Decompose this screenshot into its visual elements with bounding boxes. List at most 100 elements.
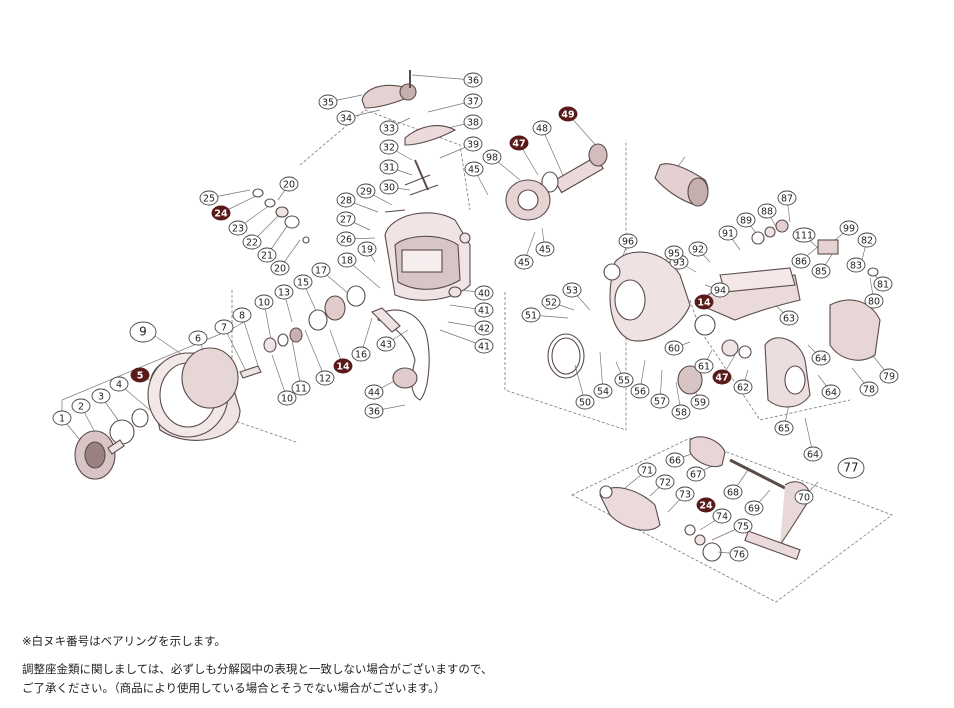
- callout-number: 17: [315, 265, 327, 276]
- callout-badge-outline: [650, 393, 670, 409]
- callout-badge-17: 17: [311, 262, 331, 278]
- callout-number: 36: [368, 406, 380, 417]
- callout-number: 87: [781, 193, 793, 204]
- callout-number: 62: [737, 382, 749, 393]
- callout-number: 51: [525, 310, 537, 321]
- callout-badge-outline: [357, 241, 377, 257]
- callout-badge-outline: [464, 161, 484, 177]
- callout-badge-outline: [71, 398, 91, 414]
- callout-badge-50: 50: [575, 394, 595, 410]
- callout-number: 7: [221, 322, 227, 333]
- shim-note-line1: 調整座金類に関しましては、必ずしも分解図中の表現と一致しない場合がございますので…: [22, 662, 493, 676]
- callout-number: 45: [539, 244, 551, 255]
- callout-number: 54: [597, 386, 609, 397]
- callout-badge-outline: [811, 350, 831, 366]
- callout-number: 47: [512, 138, 525, 149]
- callout-badge-88: 88: [757, 203, 777, 219]
- callout-badge-outline: [228, 220, 248, 236]
- callout-number: 49: [561, 109, 574, 120]
- callout-badge-19: 19: [357, 241, 377, 257]
- callout-badge-47: 47: [712, 369, 732, 385]
- callout-number: 24: [214, 208, 228, 219]
- callout-badge-outline: [675, 486, 695, 502]
- callout-badge-outline: [482, 149, 502, 165]
- callout-badge-7: 7: [214, 319, 234, 335]
- callout-badge-outline: [474, 302, 494, 318]
- callout-number: 37: [467, 96, 479, 107]
- callout-number: 111: [795, 230, 813, 241]
- callout-badge-10: 10: [277, 390, 297, 406]
- callout-badge-16: 16: [351, 346, 371, 362]
- callout-number: 21: [261, 250, 273, 261]
- callout-badge-32: 32: [379, 139, 399, 155]
- callout-badge-14: 14: [333, 358, 353, 374]
- callout-number: 89: [740, 215, 752, 226]
- callout-badge-67: 67: [686, 466, 706, 482]
- callout-badge-outline: [188, 330, 208, 346]
- callout-badge-69: 69: [744, 500, 764, 516]
- callout-badge-outline: [379, 139, 399, 155]
- callout-number: 68: [727, 487, 739, 498]
- callout-badges: 1234567891010111213141415161718192020212…: [52, 72, 899, 562]
- callout-number: 33: [383, 123, 395, 134]
- callout-badge-62: 62: [733, 379, 753, 395]
- callout-badge-8: 8: [232, 307, 252, 323]
- callout-number: 76: [733, 549, 745, 560]
- callout-badge-20: 20: [270, 260, 290, 276]
- callout-number: 65: [778, 423, 790, 434]
- callout-badge-outline: [379, 120, 399, 136]
- callout-number: 77: [843, 460, 858, 474]
- callout-number: 4: [116, 379, 122, 390]
- callout-number: 35: [322, 97, 334, 108]
- callout-badge-outline: [379, 179, 399, 195]
- callout-number: 2: [78, 401, 84, 412]
- callout-number: 70: [798, 492, 810, 503]
- callout-badge-87: 87: [777, 190, 797, 206]
- callout-number: 47: [715, 372, 728, 383]
- callout-badge-47: 47: [509, 135, 529, 151]
- callout-badge-37: 37: [463, 93, 483, 109]
- callout-badge-1: 1: [52, 410, 72, 426]
- handle-group-boundary: [571, 437, 893, 603]
- callout-badge-outline: [311, 262, 331, 278]
- callout-number: 16: [355, 349, 367, 360]
- callout-badge-outline: [474, 320, 494, 336]
- callout-badge-41: 41: [474, 302, 494, 318]
- callout-number: 40: [478, 288, 490, 299]
- callout-number: 73: [679, 489, 691, 500]
- callout-badge-outline: [837, 457, 865, 479]
- callout-badge-56: 56: [630, 383, 650, 399]
- callout-number: 50: [579, 397, 591, 408]
- callout-number: 27: [340, 214, 352, 225]
- callout-badge-89: 89: [736, 212, 756, 228]
- callout-badge-80: 80: [864, 293, 884, 309]
- callout-badge-58: 58: [671, 404, 691, 420]
- callout-badge-outline: [336, 231, 356, 247]
- callout-badge-75: 75: [733, 518, 753, 534]
- callout-badge-outline: [821, 384, 841, 400]
- callout-badge-outline: [712, 508, 732, 524]
- callout-badge-outline: [686, 466, 706, 482]
- callout-number: 66: [669, 455, 681, 466]
- callout-number: 53: [566, 285, 578, 296]
- callout-badge-outline: [777, 190, 797, 206]
- callout-badge-outline: [541, 294, 561, 310]
- footnotes: ※白ヌキ番号はベアリングを示します。 調整座金類に関しましては、必ずしも分解図中…: [22, 632, 922, 698]
- callout-badge-45: 45: [535, 241, 555, 257]
- callout-badge-24: 24: [211, 205, 231, 221]
- callout-badge-outline: [733, 379, 753, 395]
- callout-number: 85: [815, 266, 827, 277]
- callout-badge-64: 64: [811, 350, 831, 366]
- callout-badge-outline: [736, 212, 756, 228]
- callout-badge-outline: [474, 285, 494, 301]
- callout-number: 20: [283, 179, 295, 190]
- callout-number: 11: [295, 383, 307, 394]
- callout-badge-79: 79: [879, 368, 899, 384]
- callout-badge-13: 13: [274, 284, 294, 300]
- callout-badge-9: 9: [129, 321, 157, 343]
- callout-badge-outline: [521, 307, 541, 323]
- callout-number: 74: [716, 511, 728, 522]
- callout-number: 75: [737, 521, 749, 532]
- callout-badge-10: 10: [254, 294, 274, 310]
- callout-badge-outline: [688, 241, 708, 257]
